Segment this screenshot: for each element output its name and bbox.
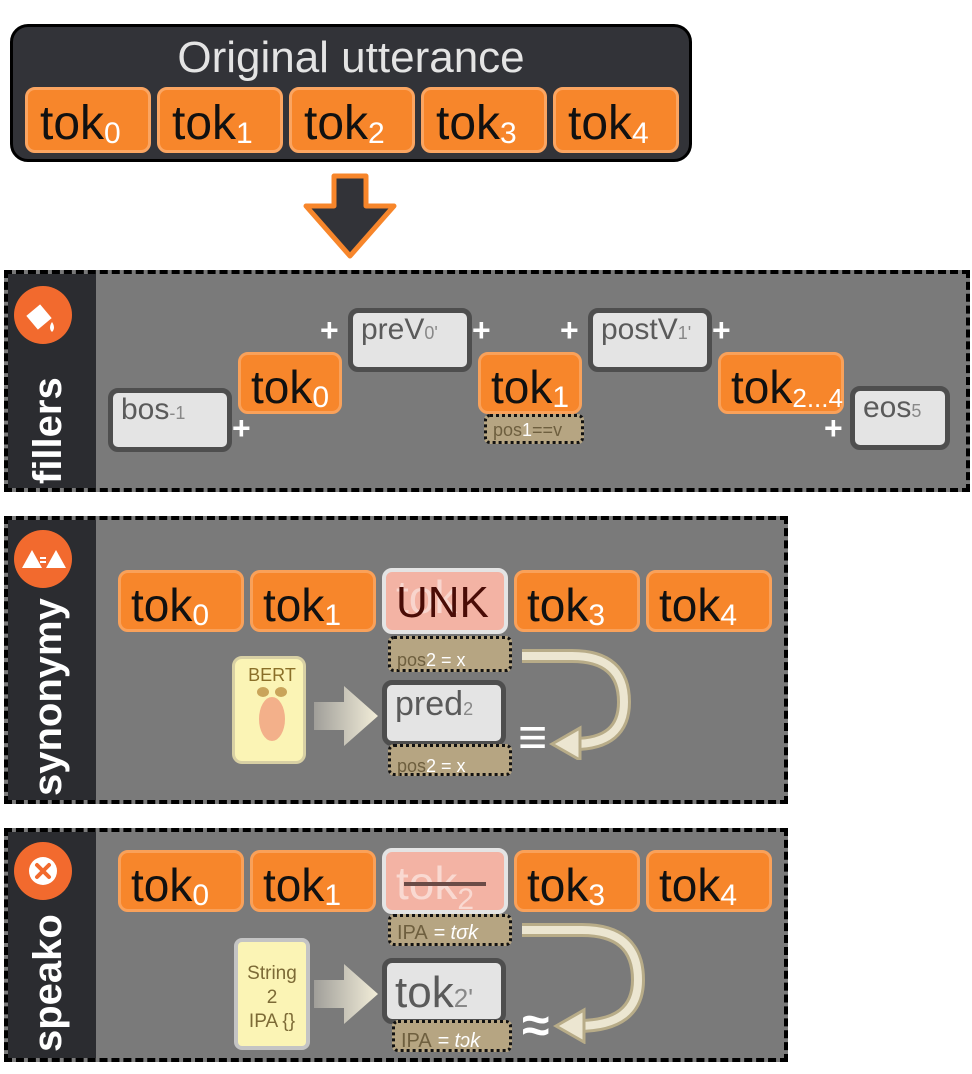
speako-panel: speako tok0 tok1 tok2 tok3 tok4 IPA = tσ… [4,828,788,1062]
filler-token-2-4: tok2...4 [718,352,844,414]
synonymy-label: synonymy [26,598,70,796]
filler-token-0: tok0 [238,352,342,414]
bert-label: BERT [248,665,296,685]
string-to-ipa-function: String 2 IPA {} [234,938,310,1050]
synonymy-sidebar: synonymy [8,520,96,800]
original-utterance-box: Original utterance tok0 tok1 tok2 tok3 t… [10,24,692,162]
synonymy-panel: synonymy tok0 tok1 tok UNK tok3 tok4 pos… [4,516,788,804]
function-line-1: String [247,963,297,984]
unk-mask-token: tok UNK [382,568,508,634]
plus-sign: + [232,410,251,446]
ipa-condition-badge: IPA = tσk [388,914,512,946]
fillers-label: fillers [26,377,70,484]
plus-sign: + [320,312,339,348]
synonymy-token-3: tok3 [514,570,640,632]
struck-token-text: tok2 [396,857,475,917]
prev-filler-token: preV0' [348,308,472,372]
speako-token-3: tok3 [514,850,640,912]
synonymy-token-4: tok4 [646,570,772,632]
header-token-4: tok4 [553,87,679,153]
plus-sign: + [712,312,731,348]
header-token-2: tok2 [289,87,415,153]
function-line-2: 2 [266,987,278,1008]
ipa-condition-badge: IPA = tɔk [392,1020,512,1052]
plus-sign: + [560,312,579,348]
equivalence-symbol: ≡ [518,709,548,765]
masked-token-ghost: tok [396,571,458,623]
eos-token: eos5 [850,386,950,450]
pred-token: pred2 [382,680,506,746]
plus-sign: + [824,410,843,446]
speako-label: speako [26,914,70,1052]
pos-condition-badge: pos1==v [484,414,584,444]
approx-symbol: ≈ [522,997,550,1053]
bert-model-icon: BERT [232,656,306,764]
unk-label: UNK [396,578,489,627]
right-arrow-icon [314,964,378,1024]
down-arrow-icon [303,173,397,259]
respelled-token: tok2' [382,958,506,1024]
header-title: Original utterance [177,33,525,82]
function-line-3: IPA {} [248,1011,296,1032]
curved-arrow-icon [522,649,632,760]
right-arrow-icon [314,686,378,746]
speako-sidebar: speako [8,832,96,1058]
header-token-0: tok0 [25,87,151,153]
paint-bucket-icon [14,286,72,344]
struck-token: tok2 [382,848,508,917]
speako-token-0: tok0 [118,850,244,912]
equal-triangles-icon [14,530,72,588]
error-x-icon [14,842,72,900]
fillers-sidebar: fillers [8,274,96,488]
postv-filler-token: postV1' [588,308,712,372]
bos-token: bos-1 [108,388,232,452]
pos-condition-badge: pos2 = x [388,636,512,672]
filler-token-1: tok1 [478,352,582,414]
speako-token-4: tok4 [646,850,772,912]
fillers-panel: fillers bos-1 + tok0 + preV0' + tok1 pos… [4,270,970,492]
curved-arrow-icon [522,923,646,1044]
synonymy-token-0: tok0 [118,570,244,632]
speako-token-1: tok1 [250,850,376,912]
plus-sign: + [472,312,491,348]
header-token-3: tok3 [421,87,547,153]
pos-condition-badge: pos2 = x [388,744,512,776]
header-token-1: tok1 [157,87,283,153]
synonymy-token-1: tok1 [250,570,376,632]
